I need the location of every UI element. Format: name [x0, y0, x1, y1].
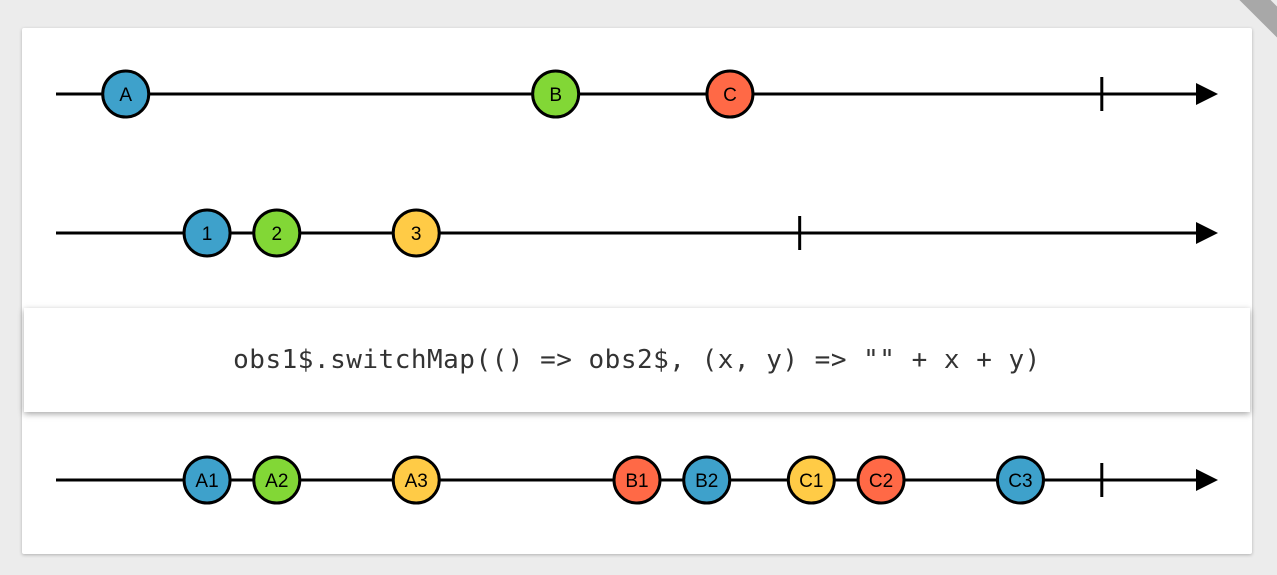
marble-circle	[252, 455, 302, 505]
marble-circle	[252, 208, 302, 258]
marble-1[interactable]: 1	[182, 208, 232, 258]
result-timeline: A1 A2 A3 B1 B2 C1 C2 C3	[56, 455, 1218, 505]
marble-2[interactable]: 2	[252, 208, 302, 258]
source-timeline-2: 1 2 3	[56, 208, 1218, 258]
marble-b1[interactable]: B1	[612, 455, 662, 505]
operator-label: obs1$.switchMap(() => obs2$, (x, y) => "…	[233, 345, 1041, 375]
timeline-arrow-icon	[1196, 83, 1218, 105]
marble-label: C2	[869, 471, 893, 492]
marble-circle	[531, 69, 581, 119]
marble-c[interactable]: C	[705, 69, 755, 119]
marble-label: C1	[799, 471, 823, 492]
marble-label: B2	[695, 471, 718, 492]
marble-b2[interactable]: B2	[682, 455, 732, 505]
marble-circle	[612, 455, 662, 505]
marble-label: A1	[195, 471, 218, 492]
marble-a2[interactable]: A2	[252, 455, 302, 505]
marble-circle	[995, 455, 1045, 505]
marble-circle	[856, 455, 906, 505]
marble-circle	[182, 208, 232, 258]
timeline-arrow-icon	[1196, 469, 1218, 491]
marble-circle	[101, 69, 151, 119]
marble-a1[interactable]: A1	[182, 455, 232, 505]
marble-label: C3	[1008, 471, 1032, 492]
marble-3[interactable]: 3	[391, 208, 441, 258]
marble-circle	[786, 455, 836, 505]
timeline-arrow-icon	[1196, 222, 1218, 244]
marble-c1[interactable]: C1	[786, 455, 836, 505]
marble-circle	[391, 455, 441, 505]
marble-label: 3	[411, 224, 422, 245]
marble-label: 1	[202, 224, 213, 245]
marble-circle	[705, 69, 755, 119]
marble-label: A	[119, 85, 132, 106]
marble-circle	[391, 208, 441, 258]
marble-a3[interactable]: A3	[391, 455, 441, 505]
source-timeline-1: A B C	[56, 69, 1218, 119]
marble-label: 2	[271, 224, 282, 245]
marble-label: C	[723, 85, 737, 106]
marble-c2[interactable]: C2	[856, 455, 906, 505]
marble-a[interactable]: A	[101, 69, 151, 119]
marble-label: A2	[265, 471, 288, 492]
operator-box: obs1$.switchMap(() => obs2$, (x, y) => "…	[24, 308, 1250, 412]
marble-label: A3	[405, 471, 428, 492]
marble-b[interactable]: B	[531, 69, 581, 119]
marble-c3[interactable]: C3	[995, 455, 1045, 505]
marble-label: B	[549, 85, 562, 106]
marble-circle	[182, 455, 232, 505]
marble-circle	[682, 455, 732, 505]
marble-label: B1	[625, 471, 648, 492]
